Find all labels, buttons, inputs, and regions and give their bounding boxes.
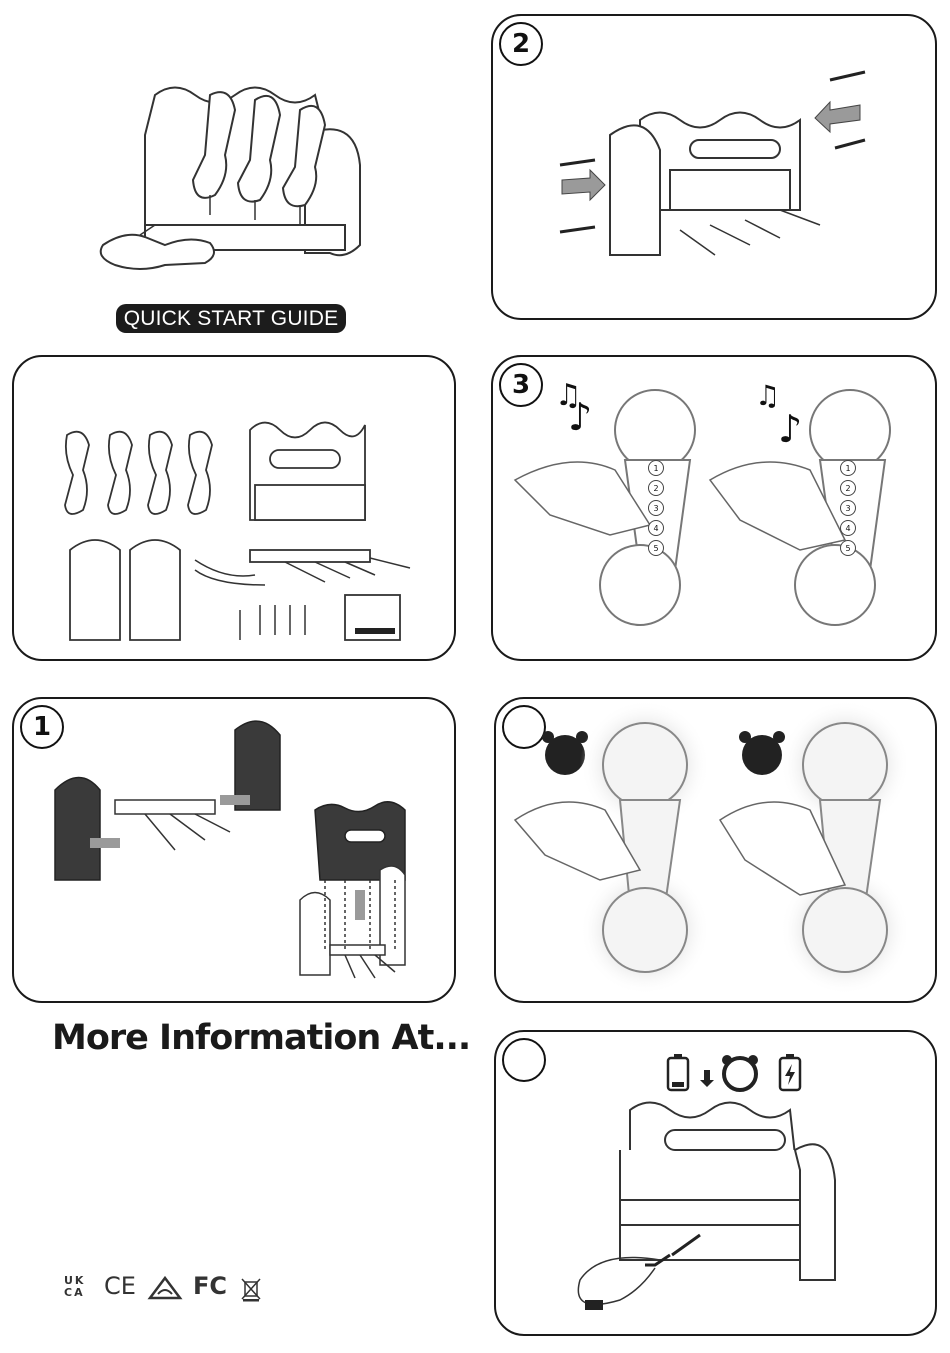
- step-5-charging-illustration: [560, 1050, 880, 1320]
- svg-text:♪: ♪: [778, 407, 802, 451]
- alarm-clock-icon: [722, 1055, 758, 1090]
- ukca-mark: UK CA: [64, 1275, 92, 1299]
- step-number-2: 2: [499, 22, 543, 66]
- handset-button[interactable]: 5: [648, 540, 664, 556]
- handset-button[interactable]: 4: [840, 520, 856, 536]
- handset-button[interactable]: 2: [840, 480, 856, 496]
- charging-battery-icon: [780, 1054, 800, 1090]
- step-number-5: [502, 1038, 546, 1082]
- handset-button[interactable]: 3: [648, 500, 664, 516]
- handset-button[interactable]: 2: [648, 480, 664, 496]
- fcc-mark: FC: [193, 1272, 227, 1300]
- handset-button[interactable]: 3: [840, 500, 856, 516]
- step-3-music-demo-illustration: ♫ ♪ ♫ ♪: [510, 370, 930, 640]
- handset-button[interactable]: 4: [648, 520, 664, 536]
- product-stand-illustration: [95, 75, 395, 295]
- quick-start-guide-label: QUICK START GUIDE: [116, 304, 346, 333]
- more-information-heading: More Information At...: [52, 1018, 470, 1058]
- rcm-mark-icon: [148, 1276, 182, 1300]
- svg-text:♫: ♫: [755, 379, 780, 412]
- step-1-assembly-illustration: [45, 720, 435, 990]
- handset-button[interactable]: 1: [648, 460, 664, 476]
- ce-mark: CE: [104, 1272, 136, 1300]
- step-4-alarm-demo-illustration: [510, 705, 930, 985]
- svg-text:♪: ♪: [568, 395, 592, 439]
- down-arrow-icon: [700, 1070, 714, 1087]
- weee-bin-icon: [240, 1276, 262, 1302]
- handset-button[interactable]: 1: [840, 460, 856, 476]
- step-2-assembly-illustration: [550, 60, 880, 260]
- box-contents-illustration: [55, 410, 415, 645]
- handset-button[interactable]: 5: [840, 540, 856, 556]
- low-battery-icon: [668, 1054, 688, 1090]
